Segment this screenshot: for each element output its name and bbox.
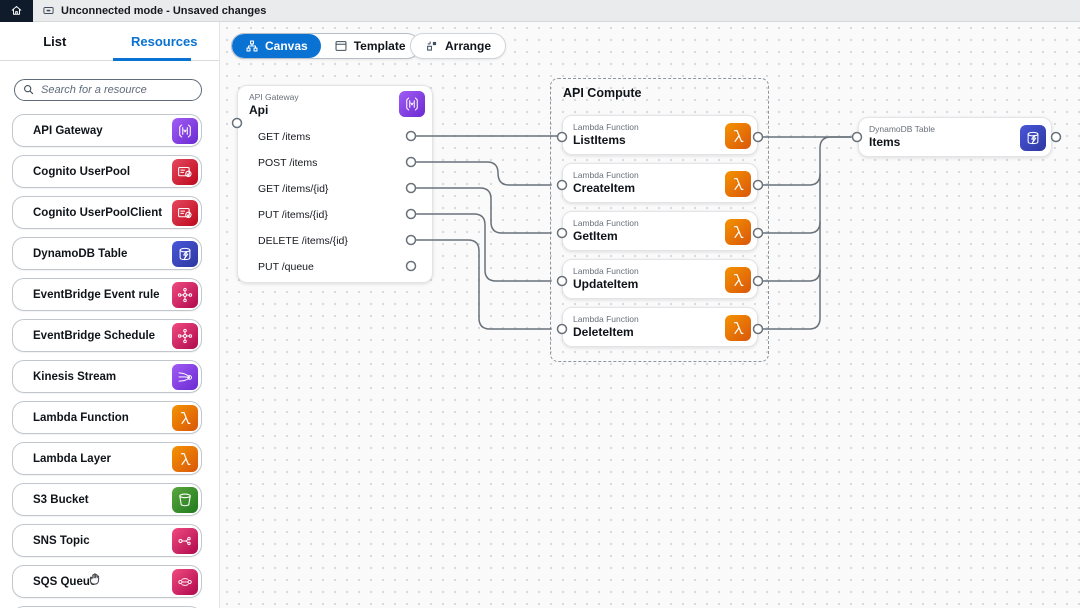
resource-label: Cognito UserPoolClient [33,206,163,219]
resource-label: S3 Bucket [33,493,89,506]
status-text: Unconnected mode - Unsaved changes [61,4,267,17]
node-name: DeleteItem [573,325,634,339]
s3-icon [172,486,198,513]
resource-item-sqs-queue[interactable]: SQS Queue [12,565,202,598]
node-name: CreateItem [573,181,636,195]
template-icon [334,39,348,53]
active-tab-underline [113,58,191,61]
route-put-items-id[interactable]: PUT /items/{id} [258,209,328,221]
resource-item-cognito-userpool[interactable]: Cognito UserPool [12,155,202,188]
cognito-icon [172,158,198,185]
dynamodb-icon [1020,125,1046,151]
route-get-items[interactable]: GET /items [258,131,311,143]
node-lambda-deleteitem[interactable]: Lambda Function DeleteItem [562,307,758,347]
node-name: Items [869,135,901,149]
resource-label: EventBridge Event rule [33,288,160,301]
node-api-gateway-api[interactable]: API Gateway Api GET /items POST /items G… [237,85,433,283]
resource-label: SNS Topic [33,534,90,547]
node-type-label: Lambda Function [573,266,639,276]
group-title: API Compute [563,86,642,100]
api-gateway-icon [172,117,198,144]
node-lambda-updateitem[interactable]: Lambda Function UpdateItem [562,259,758,299]
resource-label: API Gateway [33,124,103,137]
route-put-queue[interactable]: PUT /queue [258,261,314,273]
resource-item-dynamodb-table[interactable]: DynamoDB Table [12,237,202,270]
tab-list[interactable]: List [43,33,67,49]
node-name: UpdateItem [573,277,639,291]
node-type-label: Lambda Function [573,218,639,228]
route-delete-items-id[interactable]: DELETE /items/{id} [258,235,348,247]
home-button[interactable] [0,0,33,22]
route-get-items-id[interactable]: GET /items/{id} [258,183,329,195]
resource-item-lambda-layer[interactable]: Lambda Layer [12,442,202,475]
resource-item-eventbridge-event-rule[interactable]: EventBridge Event rule [12,278,202,311]
arrange-icon [425,39,439,53]
kinesis-icon [172,363,198,390]
resource-label: Cognito UserPool [33,165,131,178]
resource-item-lambda-function[interactable]: Lambda Function [12,401,202,434]
lambda-icon [725,171,751,197]
node-lambda-createitem[interactable]: Lambda Function CreateItem [562,163,758,203]
resource-item-eventbridge-schedule[interactable]: EventBridge Schedule [12,319,202,352]
home-icon [10,4,23,17]
node-dynamodb-items[interactable]: DynamoDB Table Items [858,117,1052,157]
unconnected-mode-icon [42,4,55,17]
node-type-label: API Gateway [249,92,299,102]
resource-item-s3-bucket[interactable]: S3 Bucket [12,483,202,516]
arrange-button-label: Arrange [445,39,492,53]
template-button-label: Template [353,39,406,53]
tab-resources[interactable]: Resources [131,33,198,49]
connection-status: Unconnected mode - Unsaved changes [42,4,266,17]
resource-label: Kinesis Stream [33,370,117,383]
lambda-icon [725,123,751,149]
resource-label: Lambda Function [33,411,129,424]
resource-label: SQS Queue [33,575,97,588]
sqs-icon [172,568,198,595]
lambda-icon [725,267,751,293]
node-name: ListItems [573,133,626,147]
node-name: Api [249,103,269,117]
canvas-button-label: Canvas [265,39,308,53]
node-type-label: Lambda Function [573,122,639,132]
node-lambda-getitem[interactable]: Lambda Function GetItem [562,211,758,251]
dynamodb-icon [172,240,198,267]
canvas-view-button[interactable]: Canvas [232,34,321,58]
eventbridge-icon [172,281,198,308]
node-name: GetItem [573,229,618,243]
arrange-button[interactable]: Arrange [410,33,507,59]
resource-item-cognito-userpoolclient[interactable]: Cognito UserPoolClient [12,196,202,229]
resource-item-sns-topic[interactable]: SNS Topic [12,524,202,557]
api-gateway-icon [399,91,425,117]
eventbridge-icon [172,322,198,349]
resource-label: EventBridge Schedule [33,329,156,342]
lambda-icon [172,445,198,472]
node-type-label: Lambda Function [573,170,639,180]
resource-label: Lambda Layer [33,452,111,465]
resource-label: DynamoDB Table [33,247,128,260]
resource-search [14,79,202,101]
lambda-icon [725,315,751,341]
resource-sidebar: List Resources API Gateway Cognito UserP… [0,22,220,608]
resource-item-api-gateway[interactable]: API Gateway [12,114,202,147]
node-lambda-listitems[interactable]: Lambda Function ListItems [562,115,758,155]
top-bar: Unconnected mode - Unsaved changes [0,0,1080,22]
cognito-icon [172,199,198,226]
node-type-label: DynamoDB Table [869,124,935,134]
resource-item-kinesis-stream[interactable]: Kinesis Stream [12,360,202,393]
lambda-icon [172,404,198,431]
sns-icon [172,527,198,554]
search-input[interactable] [14,79,202,101]
sidebar-tabs: List Resources [0,22,219,61]
template-view-button[interactable]: Template [321,34,419,58]
canvas-icon [245,39,259,53]
node-type-label: Lambda Function [573,314,639,324]
route-post-items[interactable]: POST /items [258,157,318,169]
view-switcher: Canvas Template [231,33,420,59]
lambda-icon [725,219,751,245]
